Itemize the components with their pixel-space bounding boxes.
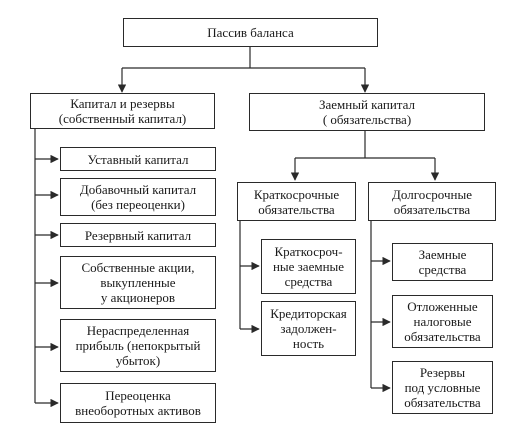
short-term-item-box: Краткосроч- ные заемные средства bbox=[261, 239, 356, 294]
liabilities-label: Заемный капитал ( обязательства) bbox=[318, 97, 416, 127]
short-term-item-box: Кредиторская задолжен- ность bbox=[261, 301, 356, 356]
equity-item-box: Резервный капитал bbox=[60, 223, 216, 247]
equity-item-box: Добавочный капитал (без переоценки) bbox=[60, 178, 216, 216]
short-term-item-label: Кредиторская задолжен- ность bbox=[270, 306, 347, 351]
long-term-item-label: Отложенные налоговые обязательства bbox=[404, 299, 481, 344]
long-term-item-label: Резервы под условные обязательства bbox=[404, 365, 481, 410]
long-term-label: Долгосрочные обязательства bbox=[392, 186, 472, 217]
equity-item-box: Нераспределенная прибыль (непокрытый убы… bbox=[60, 319, 216, 372]
equity-item-label: Нераспределенная прибыль (непокрытый убы… bbox=[75, 323, 201, 368]
equity-item-box: Уставный капитал bbox=[60, 147, 216, 171]
root-box: Пассив баланса bbox=[123, 18, 378, 47]
root-label: Пассив баланса bbox=[207, 25, 294, 40]
equity-item-label: Добавочный капитал (без переоценки) bbox=[79, 182, 197, 212]
equity-item-box: Переоценка внеоборотных активов bbox=[60, 383, 216, 423]
equity-item-label: Уставный капитал bbox=[87, 151, 189, 167]
long-term-item-box: Резервы под условные обязательства bbox=[392, 361, 493, 414]
short-term-label: Краткосрочные обязательства bbox=[253, 186, 340, 217]
equity-item-label: Переоценка внеоборотных активов bbox=[75, 388, 201, 418]
equity-box: Капитал и резервы (собственный капитал) bbox=[30, 93, 215, 129]
equity-label: Капитал и резервы (собственный капитал) bbox=[58, 96, 187, 126]
short-term-item-label: Краткосроч- ные заемные средства bbox=[272, 244, 345, 289]
liabilities-box: Заемный капитал ( обязательства) bbox=[249, 93, 485, 131]
long-term-item-label: Заемные средства bbox=[418, 247, 467, 277]
long-term-box: Долгосрочные обязательства bbox=[368, 182, 496, 221]
equity-item-label: Резервный капитал bbox=[84, 227, 192, 243]
equity-item-label: Собственные акции, выкупленные у акционе… bbox=[81, 260, 195, 305]
equity-item-box: Собственные акции, выкупленные у акционе… bbox=[60, 256, 216, 309]
short-term-box: Краткосрочные обязательства bbox=[237, 182, 356, 221]
long-term-item-box: Заемные средства bbox=[392, 243, 493, 281]
long-term-item-box: Отложенные налоговые обязательства bbox=[392, 295, 493, 348]
